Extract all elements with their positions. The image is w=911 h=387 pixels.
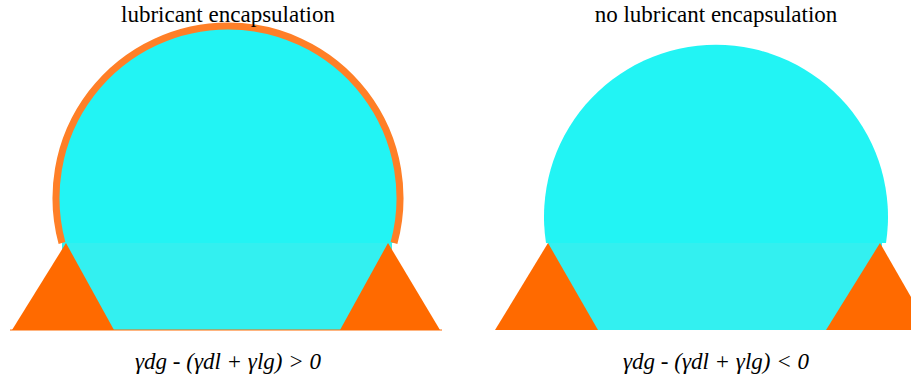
droplet [544,45,888,243]
lubricant-pool [62,243,392,330]
micro-post [340,243,440,330]
panel-title: no lubricant encapsulation [595,2,838,27]
spreading-condition: γdg - (γdl + γlg) > 0 [135,349,321,374]
micro-post [12,243,114,330]
bare-droplet [495,45,911,330]
micro-post [826,243,911,330]
substrate-line [10,330,442,331]
spreading-condition: γdg - (γdl + γlg) < 0 [623,349,809,374]
encapsulated-droplet [10,26,442,330]
lubricant-pool [548,243,882,330]
panel-title: lubricant encapsulation [121,2,335,27]
droplet [56,26,400,243]
micro-post [495,243,598,330]
lubricant-layer [56,26,400,243]
